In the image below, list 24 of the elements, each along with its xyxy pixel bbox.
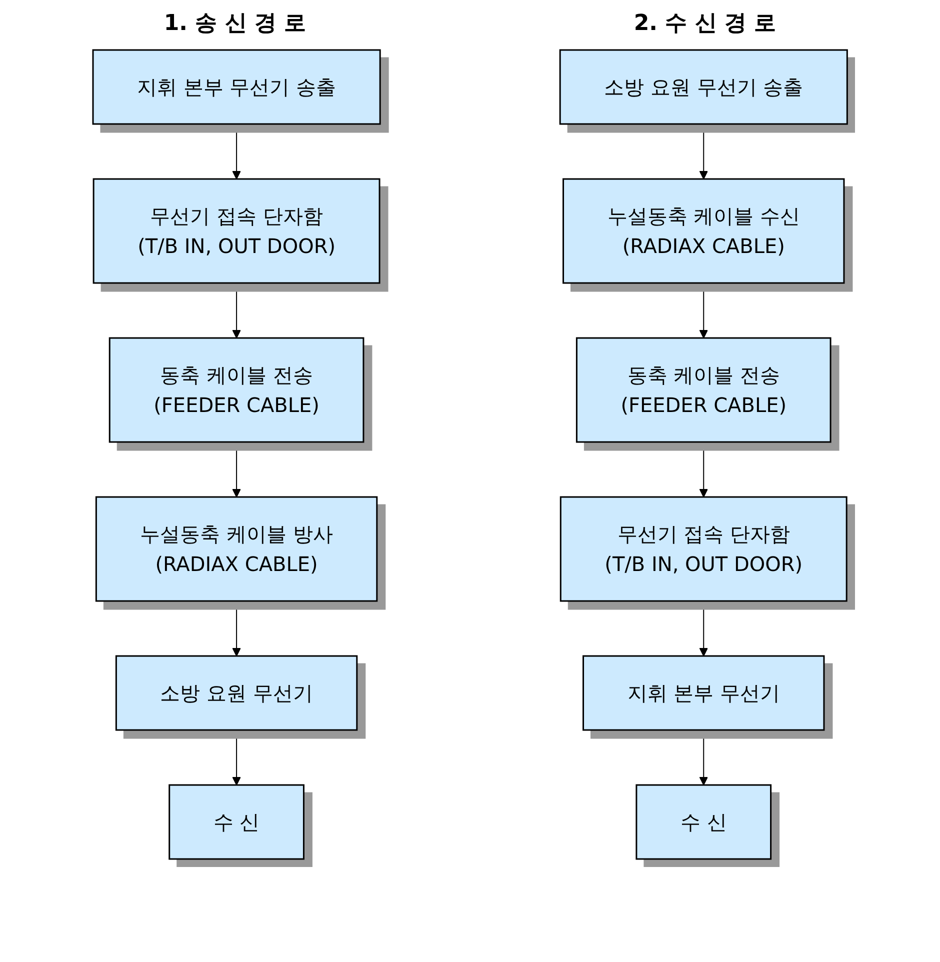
arrow xyxy=(699,730,708,786)
arrow xyxy=(232,124,241,180)
arrow xyxy=(699,282,708,338)
column-heading: 2. 수 신 경 로 xyxy=(634,10,776,38)
node-box: 무선기 접속 단자함 (T/B IN, OUT DOOR) xyxy=(92,178,380,284)
node-box: 동축 케이블 전송 (FEEDER CABLE) xyxy=(576,337,832,443)
node-box: 누설동축 케이블 방사 (RADIAX CABLE) xyxy=(95,496,378,602)
node-box: 지휘 본부 무선기 xyxy=(582,655,825,731)
node-box: 누설동축 케이블 수신 (RADIAX CABLE) xyxy=(562,178,845,284)
column-heading: 1. 송 신 경 로 xyxy=(164,10,306,38)
node-box: 수 신 xyxy=(168,784,304,860)
node-box: 소방 요원 무선기 xyxy=(115,655,358,731)
arrow xyxy=(232,442,241,498)
arrow xyxy=(232,600,241,656)
node-box: 수 신 xyxy=(636,784,772,860)
arrow xyxy=(699,442,708,498)
arrow xyxy=(699,600,708,656)
node-box: 동축 케이블 전송 (FEEDER CABLE) xyxy=(108,337,364,443)
arrow xyxy=(699,124,708,180)
arrow xyxy=(232,730,241,786)
node-box: 소방 요원 무선기 송출 xyxy=(559,49,848,125)
node-box: 지휘 본부 무선기 송출 xyxy=(92,49,381,125)
node-box: 무선기 접속 단자함 (T/B IN, OUT DOOR) xyxy=(560,496,848,602)
arrow xyxy=(232,282,241,338)
